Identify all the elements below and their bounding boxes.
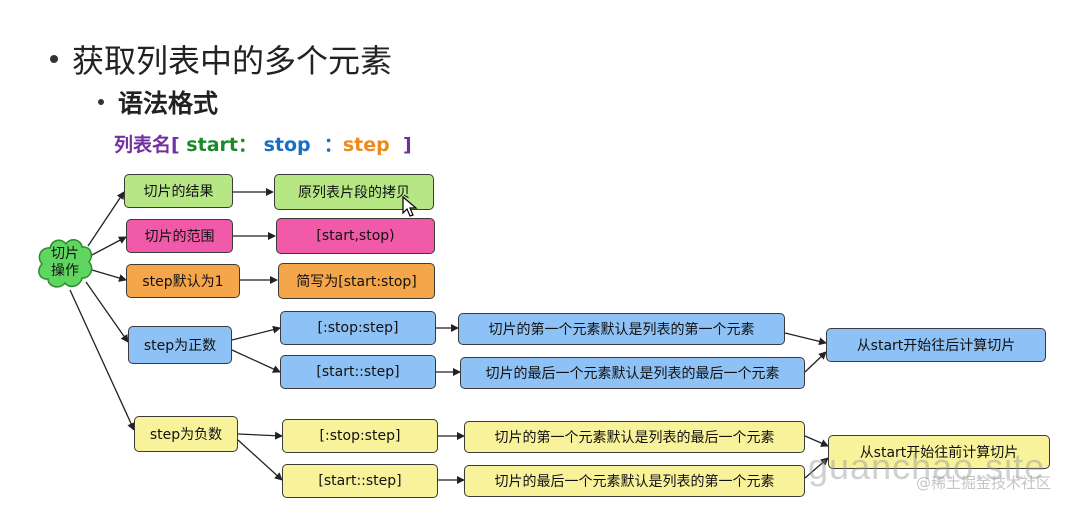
bullet-dot xyxy=(98,99,104,105)
subheading: 语法格式 xyxy=(98,84,218,120)
subheading-text: 语法格式 xyxy=(118,89,219,118)
node-pos-first-desc: 切片的第一个元素默认是列表的第一个元素 xyxy=(458,313,785,345)
edge-pos-start xyxy=(231,349,281,373)
heading-text: 获取列表中的多个元素 xyxy=(72,42,393,80)
root-label-line1: 切片 xyxy=(51,246,79,262)
node-neg-first-desc: 切片的第一个元素默认是列表的最后一个元素 xyxy=(464,421,805,453)
edge-root-result xyxy=(87,191,125,247)
root-label-line2: 操作 xyxy=(51,263,79,279)
node-neg-last-desc: 切片的最后一个元素默认是列表的第一个元素 xyxy=(464,465,805,497)
cloud-shape-icon xyxy=(38,239,93,288)
node-neg-result: 从start开始往前计算切片 xyxy=(828,435,1050,469)
edge-neg-stop xyxy=(237,431,283,440)
node-step-pos: step为正数 xyxy=(128,326,232,364)
node-neg-stop-only: [:stop:step] xyxy=(282,419,438,453)
syntax-step: step xyxy=(342,134,390,156)
edge-posfirst-result xyxy=(784,332,827,346)
syntax-stop: stop xyxy=(256,134,318,156)
node-result: 切片的结果 xyxy=(124,174,233,208)
node-pos-result: 从start开始往后计算切片 xyxy=(826,328,1046,362)
edge-negfirst-result xyxy=(804,435,829,447)
node-pos-last-desc: 切片的最后一个元素默认是列表的最后一个元素 xyxy=(460,357,805,389)
node-pos-stop-only: [:stop:step] xyxy=(280,311,436,345)
edge-root-step-pos xyxy=(85,281,129,343)
node-pos-start-only: [start::step] xyxy=(280,355,436,389)
edge-neg-start xyxy=(237,439,283,481)
watermark: guanchao.site xyxy=(808,446,1046,487)
node-range-desc: [start,stop) xyxy=(276,218,435,254)
node-step-default: step默认为1 xyxy=(126,264,240,298)
root-node: 切片 操作 xyxy=(36,236,94,290)
node-step-default-desc: 简写为[start:stop] xyxy=(278,263,435,299)
syntax-start: start： xyxy=(179,134,257,156)
watermark-sub: @稀土掘金技术社区 xyxy=(916,474,1052,492)
heading: 获取列表中的多个元素 xyxy=(50,36,392,82)
node-range: 切片的范围 xyxy=(126,219,233,253)
node-step-neg: step为负数 xyxy=(134,416,238,452)
syntax-list-name: 列表名[ xyxy=(114,134,180,156)
edge-root-range xyxy=(91,236,127,256)
syntax-close: ] xyxy=(389,134,412,156)
syntax-line: 列表名[ start： stop ：step ] xyxy=(114,130,412,157)
edge-pos-stop xyxy=(231,325,281,341)
edge-root-step-neg xyxy=(69,289,135,431)
bullet-dot xyxy=(50,55,58,63)
syntax-colon: ： xyxy=(317,134,343,156)
edge-root-step-default xyxy=(91,269,127,282)
edge-neglast-result xyxy=(804,457,829,479)
node-neg-start-only: [start::step] xyxy=(282,464,438,498)
mouse-pointer-icon xyxy=(402,196,418,217)
edge-poslast-result xyxy=(804,351,827,373)
